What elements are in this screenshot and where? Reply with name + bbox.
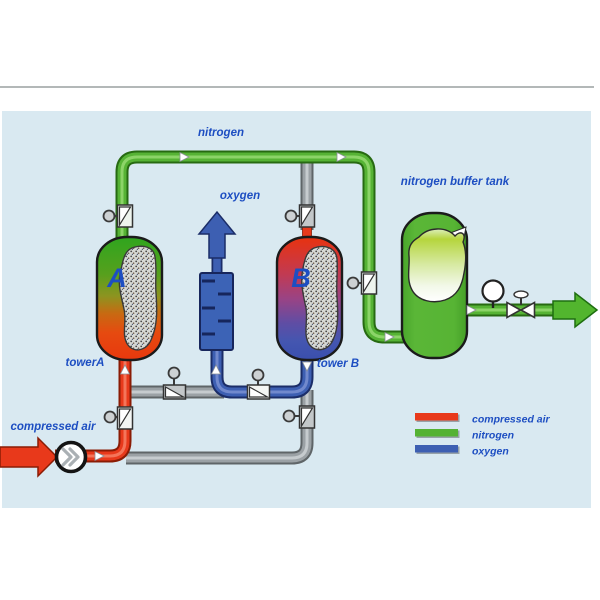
label-tower-a-letter: A xyxy=(106,263,127,293)
valve-towerB-top-icon xyxy=(284,204,316,228)
legend-label-nitrogen: nitrogen xyxy=(472,430,514,442)
pipe-compressed-air xyxy=(55,352,132,463)
tower-a-vessel xyxy=(95,235,164,362)
tower-a-adsorbent-blob xyxy=(118,245,158,351)
legend-label-oxygen: oxygen xyxy=(472,446,509,458)
tower-b-vessel xyxy=(275,235,344,362)
legend: compressed air nitrogen oxygen xyxy=(415,413,551,458)
label-compressed-air-inlet: compressed air xyxy=(10,421,96,433)
pressure-gauge-icon xyxy=(102,209,116,223)
valve-oxygen-line-icon xyxy=(246,368,271,400)
label-nitrogen-line: nitrogen xyxy=(198,127,244,139)
label-tower-b: tower B xyxy=(317,358,359,370)
compressed-air-inlet-arrow-icon xyxy=(0,436,59,478)
flow-arrow-icon xyxy=(210,364,222,375)
pressure-gauge-icon xyxy=(282,409,296,423)
pressure-gauge-icon xyxy=(103,410,117,424)
valve-towerA-top-icon xyxy=(102,204,134,228)
legend-swatch-nitrogen xyxy=(415,429,458,437)
tank-gas-blob xyxy=(407,228,467,303)
pipe-nitrogen-main xyxy=(115,150,407,344)
flow-arrow-icon xyxy=(384,331,395,343)
flow-markers xyxy=(94,151,477,462)
flow-arrow-icon xyxy=(94,450,105,462)
pressure-gauge-icon xyxy=(284,209,298,223)
flow-arrow-icon xyxy=(301,361,313,372)
nitrogen-buffer-tank-vessel xyxy=(400,211,469,360)
oxygen-vent-arrow-icon xyxy=(197,210,237,259)
pressure-gauge-icon xyxy=(346,276,360,290)
pressure-gauge-icon xyxy=(251,368,265,382)
flow-arrow-icon xyxy=(336,151,347,163)
legend-swatch-oxygen xyxy=(415,445,458,453)
flow-arrow-icon xyxy=(179,151,190,163)
nitrogen-outlet-arrow-icon xyxy=(552,291,599,329)
label-tower-b-letter: B xyxy=(291,263,311,293)
label-buffer-tank: nitrogen buffer tank xyxy=(401,176,510,188)
valve-air-feed-icon xyxy=(103,406,134,430)
legend-label-compressed-air: compressed air xyxy=(472,414,551,426)
outlet-globe-valve-icon xyxy=(506,290,536,319)
valve-towerA-exhaust-icon xyxy=(162,366,187,400)
label-oxygen-line: oxygen xyxy=(220,190,260,202)
flow-arrow-icon xyxy=(119,364,131,375)
oxygen-muffler-column xyxy=(199,272,234,351)
outlet-pressure-gauge-icon xyxy=(481,279,505,308)
valve-nitrogen-line-icon xyxy=(346,271,378,295)
label-tower-a: towerA xyxy=(66,357,105,369)
tower-b-adsorbent-blob xyxy=(301,245,339,351)
pipe-gray-bottom-crossover xyxy=(126,390,314,465)
legend-swatch-compressed-air xyxy=(415,413,458,421)
valve-towerB-feed-icon xyxy=(282,405,316,429)
compressor-icon xyxy=(54,440,88,474)
flow-arrow-icon xyxy=(466,304,477,316)
pressure-gauge-icon xyxy=(167,366,181,380)
